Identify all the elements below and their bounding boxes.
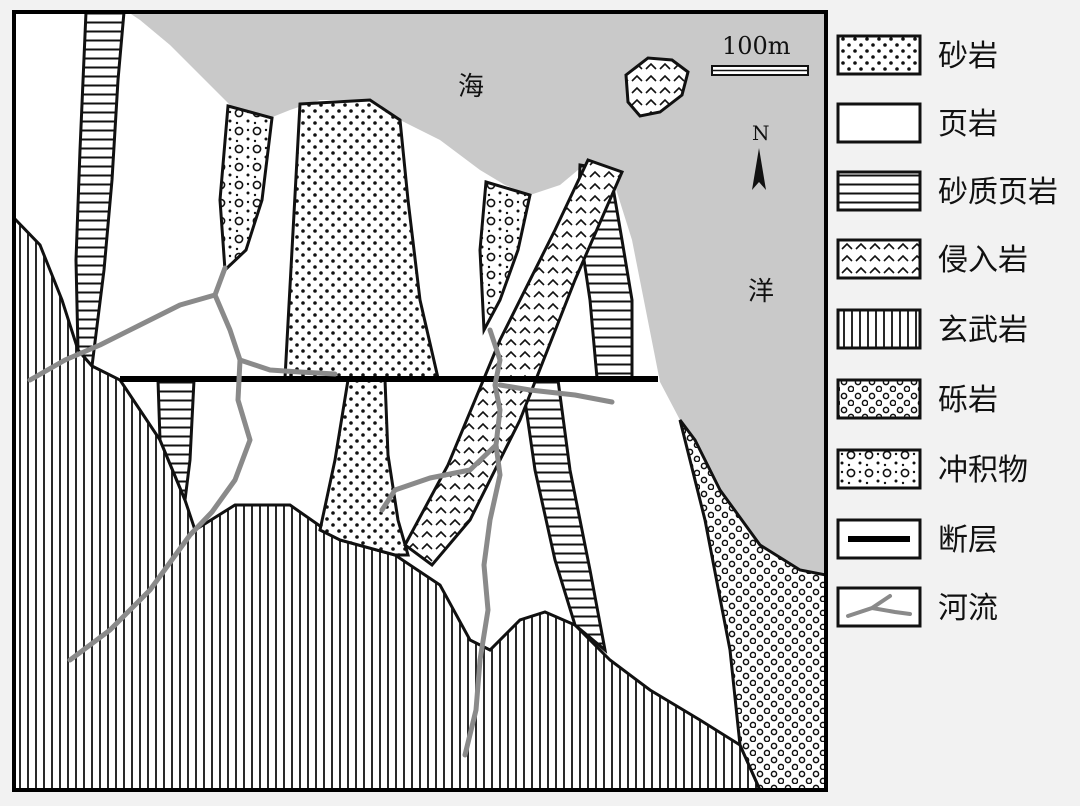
legend-label: 侵入岩 xyxy=(938,243,1028,278)
island-intrusive xyxy=(624,56,690,118)
scale-bar: 100m xyxy=(711,32,809,76)
map-frame xyxy=(12,10,828,792)
legend-label: 页岩 xyxy=(938,107,998,142)
legend-label: 冲积物 xyxy=(938,453,1028,488)
legend-label: 砂岩 xyxy=(938,39,998,74)
sea-label-2: 洋 xyxy=(748,277,774,307)
legend-item-alluvium: 冲积物 xyxy=(836,448,1028,490)
legend-item-fault: 断层 xyxy=(836,518,998,560)
legend-item-conglomerate: 砾岩 xyxy=(836,378,998,420)
intrusive-swatch-icon xyxy=(836,238,922,280)
conglomerate-swatch-icon xyxy=(836,378,922,420)
legend-label: 砾岩 xyxy=(938,383,998,418)
sandstone-swatch-icon xyxy=(836,34,922,76)
river-network xyxy=(27,265,615,758)
legend-item-sandy-shale: 砂质页岩 xyxy=(836,170,1058,212)
alluvium-swatch-icon xyxy=(836,448,922,490)
intrusive-dike xyxy=(403,158,625,568)
legend: 砂岩 页岩 砂质页岩 侵入岩 玄武岩 砾岩 冲积物 断层 xyxy=(836,34,1058,628)
shale-swatch-icon xyxy=(836,102,922,144)
scale-label: 100m xyxy=(722,32,791,60)
legend-item-intrusive: 侵入岩 xyxy=(836,238,1028,280)
geologic-map: 海 洋 100m N xyxy=(14,12,826,790)
legend-label: 河流 xyxy=(938,591,998,626)
sandstone-band-1 xyxy=(283,98,440,380)
river-swatch-icon xyxy=(836,586,922,628)
north-label: N xyxy=(752,121,770,145)
sandstone-band-2 xyxy=(318,378,410,557)
legend-item-basalt: 玄武岩 xyxy=(836,308,1028,350)
legend-label: 断层 xyxy=(938,523,998,558)
legend-label: 砂质页岩 xyxy=(938,175,1058,210)
basalt-area xyxy=(14,215,762,790)
sandy-shale-strip-1 xyxy=(74,12,126,370)
conglomerate-area xyxy=(678,419,826,790)
sandy-shale-strip-4 xyxy=(520,378,608,654)
legend-item-sandstone: 砂岩 xyxy=(836,34,998,76)
sea-area xyxy=(128,12,826,575)
legend-item-shale: 页岩 xyxy=(836,102,998,144)
legend-label: 玄武岩 xyxy=(938,313,1028,348)
legend-item-river: 河流 xyxy=(836,586,998,628)
sandy-shale-swatch-icon xyxy=(836,170,922,212)
alluvium-patch-2 xyxy=(478,180,532,336)
basalt-swatch-icon xyxy=(836,308,922,350)
alluvium-patch-1 xyxy=(218,104,274,274)
north-arrow-icon: N xyxy=(752,121,770,190)
sea-label-1: 海 xyxy=(458,72,484,102)
